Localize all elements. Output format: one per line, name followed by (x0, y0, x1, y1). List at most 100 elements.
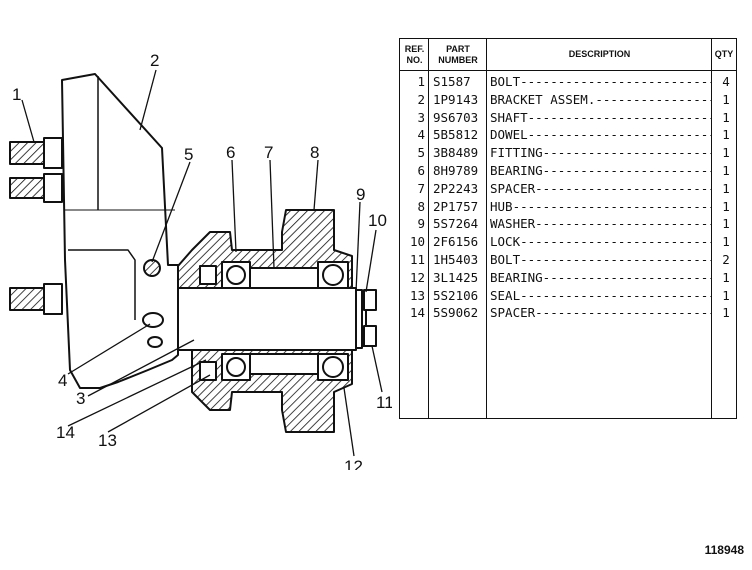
ref-cell: 12 (409, 269, 425, 285)
qty-cell: 1 (722, 109, 730, 125)
callout-10: 10 (368, 211, 387, 230)
bolt-middle (9, 177, 45, 199)
callout-14: 14 (56, 423, 75, 442)
callout-6: 6 (226, 143, 235, 162)
table-row: 1 S1587 BOLT------------------------------… (400, 73, 736, 91)
table-row: 82P1757HUB------------------------------… (400, 198, 736, 216)
qty-cell: 1 (722, 269, 730, 285)
bracket-outline (61, 73, 179, 389)
part-number-cell: 5S2106 (433, 287, 479, 303)
ref-cell: 13 (409, 287, 425, 303)
callout-13: 13 (98, 431, 117, 450)
dowel (142, 312, 164, 328)
callout-1: 1 (12, 85, 21, 104)
qty-cell: 1 (722, 145, 730, 161)
callout-8: 8 (310, 143, 319, 162)
ref-cell: 11 (409, 251, 425, 267)
end-bolt-upper (363, 289, 377, 311)
table-row: 3 9S6703 SHAFT----------------------------… (400, 109, 736, 127)
ref-cell: 6 (417, 162, 425, 178)
qty-cell: 1 (722, 305, 730, 321)
header-qty: QTY (712, 39, 736, 71)
part-number-cell: 1H5403 (433, 251, 479, 267)
description-cell: DOWEL-----------------------------------… (490, 127, 712, 143)
qty-cell: 1 (722, 287, 730, 303)
ref-cell: 3 (417, 109, 425, 125)
callout-12: 12 (344, 457, 363, 470)
table-row: 7 2P2243 SPACER---------------------------… (400, 180, 736, 198)
part-number-cell: 2P2243 (433, 180, 479, 196)
table-row: 14 5S9062 SPACER--------------------------… (400, 304, 736, 322)
part-number-cell: 2F6156 (433, 234, 479, 250)
part-number-cell: 3L1425 (433, 269, 479, 285)
bolt-lower (9, 287, 45, 311)
description-cell: SEAL------------------------------------… (490, 287, 712, 303)
ref-cell: 9 (417, 216, 425, 232)
callout-7: 7 (264, 143, 273, 162)
part-number-cell: 5S9062 (433, 305, 479, 321)
ref-cell: 7 (417, 180, 425, 196)
table-row: 6 8H9789 BEARING--------------------------… (400, 162, 736, 180)
qty-cell: 4 (722, 74, 730, 89)
ref-cell: 4 (417, 127, 425, 143)
illustration-number: 118948 (704, 543, 744, 557)
fitting (143, 259, 161, 277)
callout-3: 3 (76, 389, 85, 408)
table-row: 4 5B5812 DOWEL----------------------------… (400, 126, 736, 144)
table-row: 12 3L1425 BEARING-------------------------… (400, 269, 736, 287)
description-cell: WASHER----------------------------------… (490, 216, 712, 232)
part-number-cell: 2P1757 (433, 198, 479, 214)
description-cell: FITTING---------------------------------… (490, 145, 712, 161)
qty-cell: 1 (722, 180, 730, 196)
callout-4: 4 (58, 371, 67, 390)
description-cell: SHAFT-----------------------------------… (490, 109, 712, 125)
callout-5: 5 (184, 145, 193, 164)
parts-rows: 1S1587BOLT------------------------------… (400, 73, 736, 322)
description-cell: BOLT------------------------------------… (490, 74, 712, 89)
spacer (249, 267, 319, 289)
part-number-cell: 3B8489 (433, 145, 479, 161)
part-number-cell: 5S7264 (433, 216, 479, 232)
header-description: DESCRIPTION (487, 39, 712, 71)
callout-9: 9 (356, 185, 365, 204)
bearing-right-upper (322, 264, 344, 286)
shaft (177, 287, 357, 351)
parts-list-table: REF. NO. PART NUMBER DESCRIPTION QTY 1 S1… (399, 38, 737, 419)
table-row: 9 5S7264 WASHER---------------------------… (400, 215, 736, 233)
qty-cell: 1 (722, 234, 730, 250)
ref-cell: 5 (417, 145, 425, 161)
bolt-upper (9, 141, 45, 165)
ref-cell: 1 (417, 74, 425, 89)
table-row: 13 5S2106 SEAL----------------------------… (400, 287, 736, 305)
ref-cell: 10 (409, 234, 425, 250)
description-cell: BOLT------------------------------------… (490, 251, 712, 267)
description-cell: LOCK------------------------------------… (490, 234, 712, 250)
header-part-number: PART NUMBER (429, 39, 487, 71)
part-number-cell: S1587 (433, 74, 471, 89)
table-row: 11 1H5403 BOLT----------------------------… (400, 251, 736, 269)
description-cell: BRACKET ASSEM.--------------------------… (490, 91, 712, 107)
callout-2: 2 (150, 51, 159, 70)
bearing-left-upper (226, 265, 246, 285)
header-ref-no: REF. NO. (400, 39, 429, 71)
part-number-cell: 5B5812 (433, 127, 479, 143)
ref-cell: 14 (409, 305, 425, 321)
description-cell: SPACER----------------------------------… (490, 180, 712, 196)
table-row: 10 2F6156 LOCK----------------------------… (400, 233, 736, 251)
part-number-cell: 1P9143 (433, 91, 479, 107)
qty-cell: 1 (722, 162, 730, 178)
qty-cell: 1 (722, 127, 730, 143)
part-number-cell: 9S6703 (433, 109, 479, 125)
exploded-parts-diagram: 1 2 3 4 5 6 7 8 9 10 11 12 13 14 (9, 51, 392, 470)
description-cell: HUB-------------------------------------… (490, 198, 712, 214)
description-cell: BEARING---------------------------------… (490, 162, 712, 178)
description-cell: SPACER----------------------------------… (490, 305, 712, 321)
part-number-cell: 8H9789 (433, 162, 479, 178)
table-row: 5 3B8489 FITTING--------------------------… (400, 144, 736, 162)
callout-11: 11 (376, 393, 392, 412)
qty-cell: 1 (722, 198, 730, 214)
description-cell: BEARING---------------------------------… (490, 269, 712, 285)
qty-cell: 2 (722, 251, 730, 267)
qty-cell: 1 (722, 216, 730, 232)
